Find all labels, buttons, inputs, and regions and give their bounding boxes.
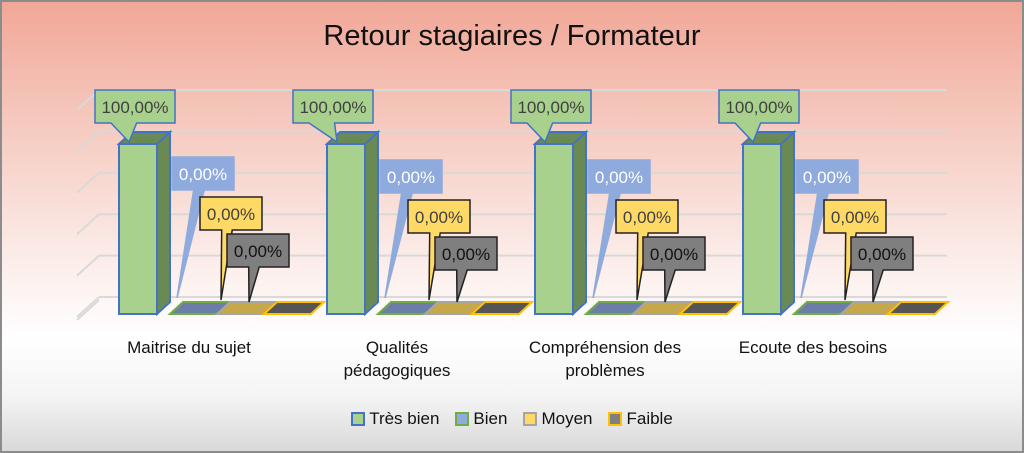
legend-label: Bien <box>473 409 508 428</box>
data-label-callout: 0,00% <box>850 236 914 303</box>
data-label: 0,00% <box>650 245 698 264</box>
bar-très-bien <box>532 129 589 317</box>
legend-swatch <box>351 412 366 426</box>
legend-swatch <box>608 412 623 426</box>
legend-swatch <box>523 412 538 426</box>
bar-side <box>572 129 587 317</box>
category-label-line: Compréhension des <box>528 338 682 357</box>
callout-shape <box>642 236 706 303</box>
bar-flat <box>469 301 535 315</box>
data-label-callout: 0,00% <box>434 236 498 303</box>
data-label-callout: 100,00% <box>292 89 374 144</box>
data-label: 100,00% <box>101 98 168 117</box>
category-label: Qualités pédagogiques <box>297 336 497 382</box>
callout-shape <box>587 159 651 299</box>
category-label-line: pédagogiques <box>343 361 451 380</box>
legend: Très bien Bien Moyen Faible <box>2 409 1022 429</box>
callout-shape <box>434 236 498 303</box>
gridline-side <box>76 130 100 153</box>
callout-shape <box>94 89 176 144</box>
data-label-callout: 100,00% <box>510 89 592 144</box>
data-label: 100,00% <box>517 98 584 117</box>
callout-shape <box>292 89 374 144</box>
floor-edge <box>76 299 100 321</box>
category-label: Maitrise du sujet <box>89 336 289 359</box>
callout-shape <box>510 89 592 144</box>
bar-très-bien <box>116 129 173 317</box>
legend-label: Faible <box>626 409 673 428</box>
data-label: 0,00% <box>179 165 227 184</box>
callout-shape <box>226 233 290 303</box>
legend-item: Moyen <box>523 409 592 429</box>
data-label-callout: 0,00% <box>795 159 859 299</box>
data-label: 100,00% <box>299 98 366 117</box>
callout-shape <box>718 89 800 144</box>
callout-shape <box>171 156 235 299</box>
chart-title: Retour stagiaires / Formateur <box>323 20 701 52</box>
gridline-side <box>76 296 100 318</box>
bar-side <box>364 129 379 317</box>
gridline-side <box>76 213 100 235</box>
bar-faible <box>261 301 327 315</box>
legend-item: Très bien <box>351 409 439 429</box>
bar-side <box>156 129 171 317</box>
callout-shape <box>379 159 443 299</box>
data-label: 0,00% <box>623 208 671 227</box>
data-label-callout: 0,00% <box>226 233 290 303</box>
data-label: 0,00% <box>858 245 906 264</box>
callout-shape <box>850 236 914 303</box>
legend-item: Bien <box>455 409 507 429</box>
category-label: Compréhension des problèmes <box>505 336 705 382</box>
category-label: Ecoute des besoins <box>713 336 913 359</box>
data-label: 0,00% <box>803 168 851 187</box>
legend-swatch <box>455 412 470 426</box>
data-label-callout: 0,00% <box>171 156 235 299</box>
bar-front <box>742 143 782 315</box>
bar-faible <box>885 301 951 315</box>
category-label-line: Qualités <box>365 338 429 357</box>
bar-flat <box>885 301 951 315</box>
data-label: 0,00% <box>442 245 490 264</box>
bar-front <box>534 143 574 315</box>
data-label-callout: 0,00% <box>642 236 706 303</box>
category-label-line: Maitrise du sujet <box>127 338 251 357</box>
category-label-line: problèmes <box>565 361 645 380</box>
data-label-callout: 100,00% <box>718 89 800 144</box>
callout-shape <box>795 159 859 299</box>
legend-label: Très bien <box>369 409 440 428</box>
data-label-callout: 0,00% <box>823 199 887 301</box>
data-label: 100,00% <box>725 98 792 117</box>
bar-front <box>326 143 366 315</box>
legend-label: Moyen <box>541 409 593 428</box>
legend-item: Faible <box>608 409 673 429</box>
bar-faible <box>469 301 535 315</box>
bar-flat <box>677 301 743 315</box>
data-label: 0,00% <box>831 208 879 227</box>
bar-front <box>118 143 158 315</box>
bar-flat <box>261 301 327 315</box>
data-label: 0,00% <box>415 208 463 227</box>
bar-side <box>780 129 795 317</box>
data-label-callout: 0,00% <box>379 159 443 299</box>
data-label-callout: 0,00% <box>587 159 651 299</box>
bar-faible <box>677 301 743 315</box>
data-label-callout: 100,00% <box>94 89 176 144</box>
data-label: 0,00% <box>387 168 435 187</box>
category-label-line: Ecoute des besoins <box>738 338 888 357</box>
data-label: 0,00% <box>234 242 282 261</box>
gridline-side <box>76 172 100 194</box>
data-label: 0,00% <box>595 168 643 187</box>
bar-très-bien <box>324 129 381 317</box>
gridline-side <box>76 254 100 277</box>
bar-très-bien <box>740 129 797 317</box>
data-label: 0,00% <box>207 205 255 224</box>
data-label-callout: 0,00% <box>199 196 263 301</box>
